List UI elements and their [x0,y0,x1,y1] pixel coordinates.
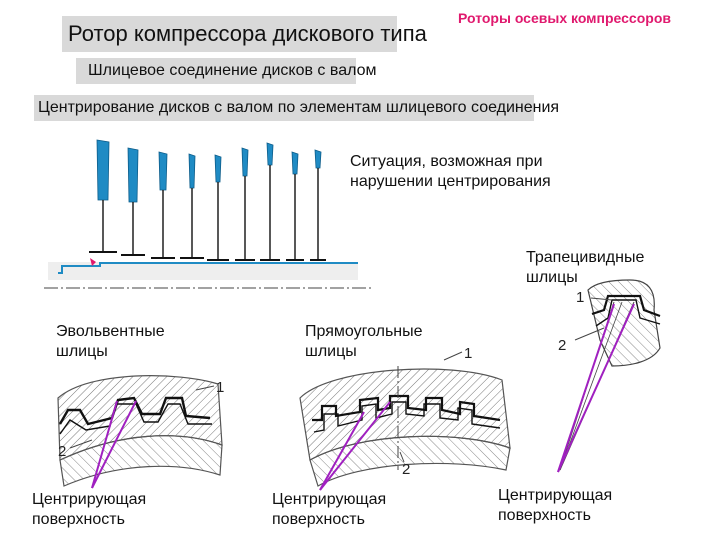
rotor-blades [89,139,326,261]
trapezoid-hub-outline [587,279,661,367]
page-title: Ротор компрессора дискового типа [62,16,427,52]
trapezoid-ray-3 [559,301,623,471]
shaft-line [58,262,358,274]
rect-centering-line2: поверхность [272,511,365,528]
trapezoid-pointer-1 [557,303,615,473]
rect-shaft [309,435,511,487]
rotor-blade [241,147,249,177]
subtitle-centering: Центрирование дисков с валом по элемента… [34,95,559,121]
rotor-shaft-bg [48,262,358,280]
trapezoid-spline-drawing: 1 2 [557,279,661,473]
trapezoid-leader-1 [590,297,613,301]
trapezoid-tooth-profile [591,294,661,318]
involute-shaft [59,435,223,487]
rotor-note-line1: Ситуация, возможная при [350,153,543,170]
rect-centering-label: Центрирующая поверхность [272,490,386,530]
rect-leader-2 [399,451,405,463]
involute-label: Эвольвентные шлицы [56,322,165,362]
corner-title: Роторы осевых компрессоров [458,10,671,26]
contact-marker [90,258,96,266]
rotor-blade [188,153,196,189]
rect-pointer-2 [319,401,391,491]
rect-spline-drawing: 1 2 [299,345,511,491]
trapezoid-label: Трапецивидные шлицы [526,248,644,288]
involute-centering-line1: Центрирующая [32,491,147,508]
involute-pointer-2 [91,400,137,489]
rect-label: Прямоугольные шлицы [305,322,423,362]
trapezoid-centering-label: Центрирующая поверхность [498,487,613,524]
trapezoid-label-line1: Трапецивидные [526,249,645,266]
trapezoid-label-line2: шлицы [526,269,578,286]
rect-label-line1: Прямоугольные [305,323,423,340]
involute-pointer-1 [91,400,118,489]
rotor-blade [127,147,139,203]
rect-pointer-1 [319,411,365,491]
rect-shaft-profile [313,401,501,433]
rotor-drawing [44,139,372,289]
involute-leader-1 [195,385,215,391]
involute-spline-drawing: 1 2 [57,375,224,489]
trapezoid-shaft-profile [595,299,661,327]
trapezoid-num-1: 1 [576,289,584,306]
involute-leader-2 [69,439,93,449]
rotor-blade [291,151,299,175]
rotor-note-line2: нарушении центрирования [350,173,551,190]
rotor-blade [266,142,274,166]
rotor-blade [158,151,168,191]
rect-leader-1 [443,351,463,361]
involute-tooth-profile [58,396,211,426]
involute-centering-label: Центрирующая поверхность [32,490,146,530]
rect-num-2: 2 [402,461,410,478]
involute-centering-line2: поверхность [32,511,125,528]
rect-centering-line1: Центрирующая [272,491,387,508]
involute-num-1: 1 [216,379,224,396]
rotor-blade [314,149,322,169]
rect-label-line2: шлицы [305,343,357,360]
involute-label-line2: шлицы [56,343,108,360]
rotor-note: Ситуация, возможная при нарушении центри… [350,152,551,192]
subtitle-spline-connection: Шлицевое соединение дисков с валом [76,58,377,84]
rotor-blade [96,139,110,201]
involute-num-2: 2 [58,443,66,460]
trapezoid-pointer-2 [557,303,635,473]
trapezoid-leader-2 [574,327,605,341]
rotor-blade [214,154,222,183]
involute-shaft-profile [59,403,212,435]
involute-label-line1: Эвольвентные [56,323,165,340]
trapezoid-num-2: 2 [558,337,566,354]
rect-num-1: 1 [464,345,472,362]
